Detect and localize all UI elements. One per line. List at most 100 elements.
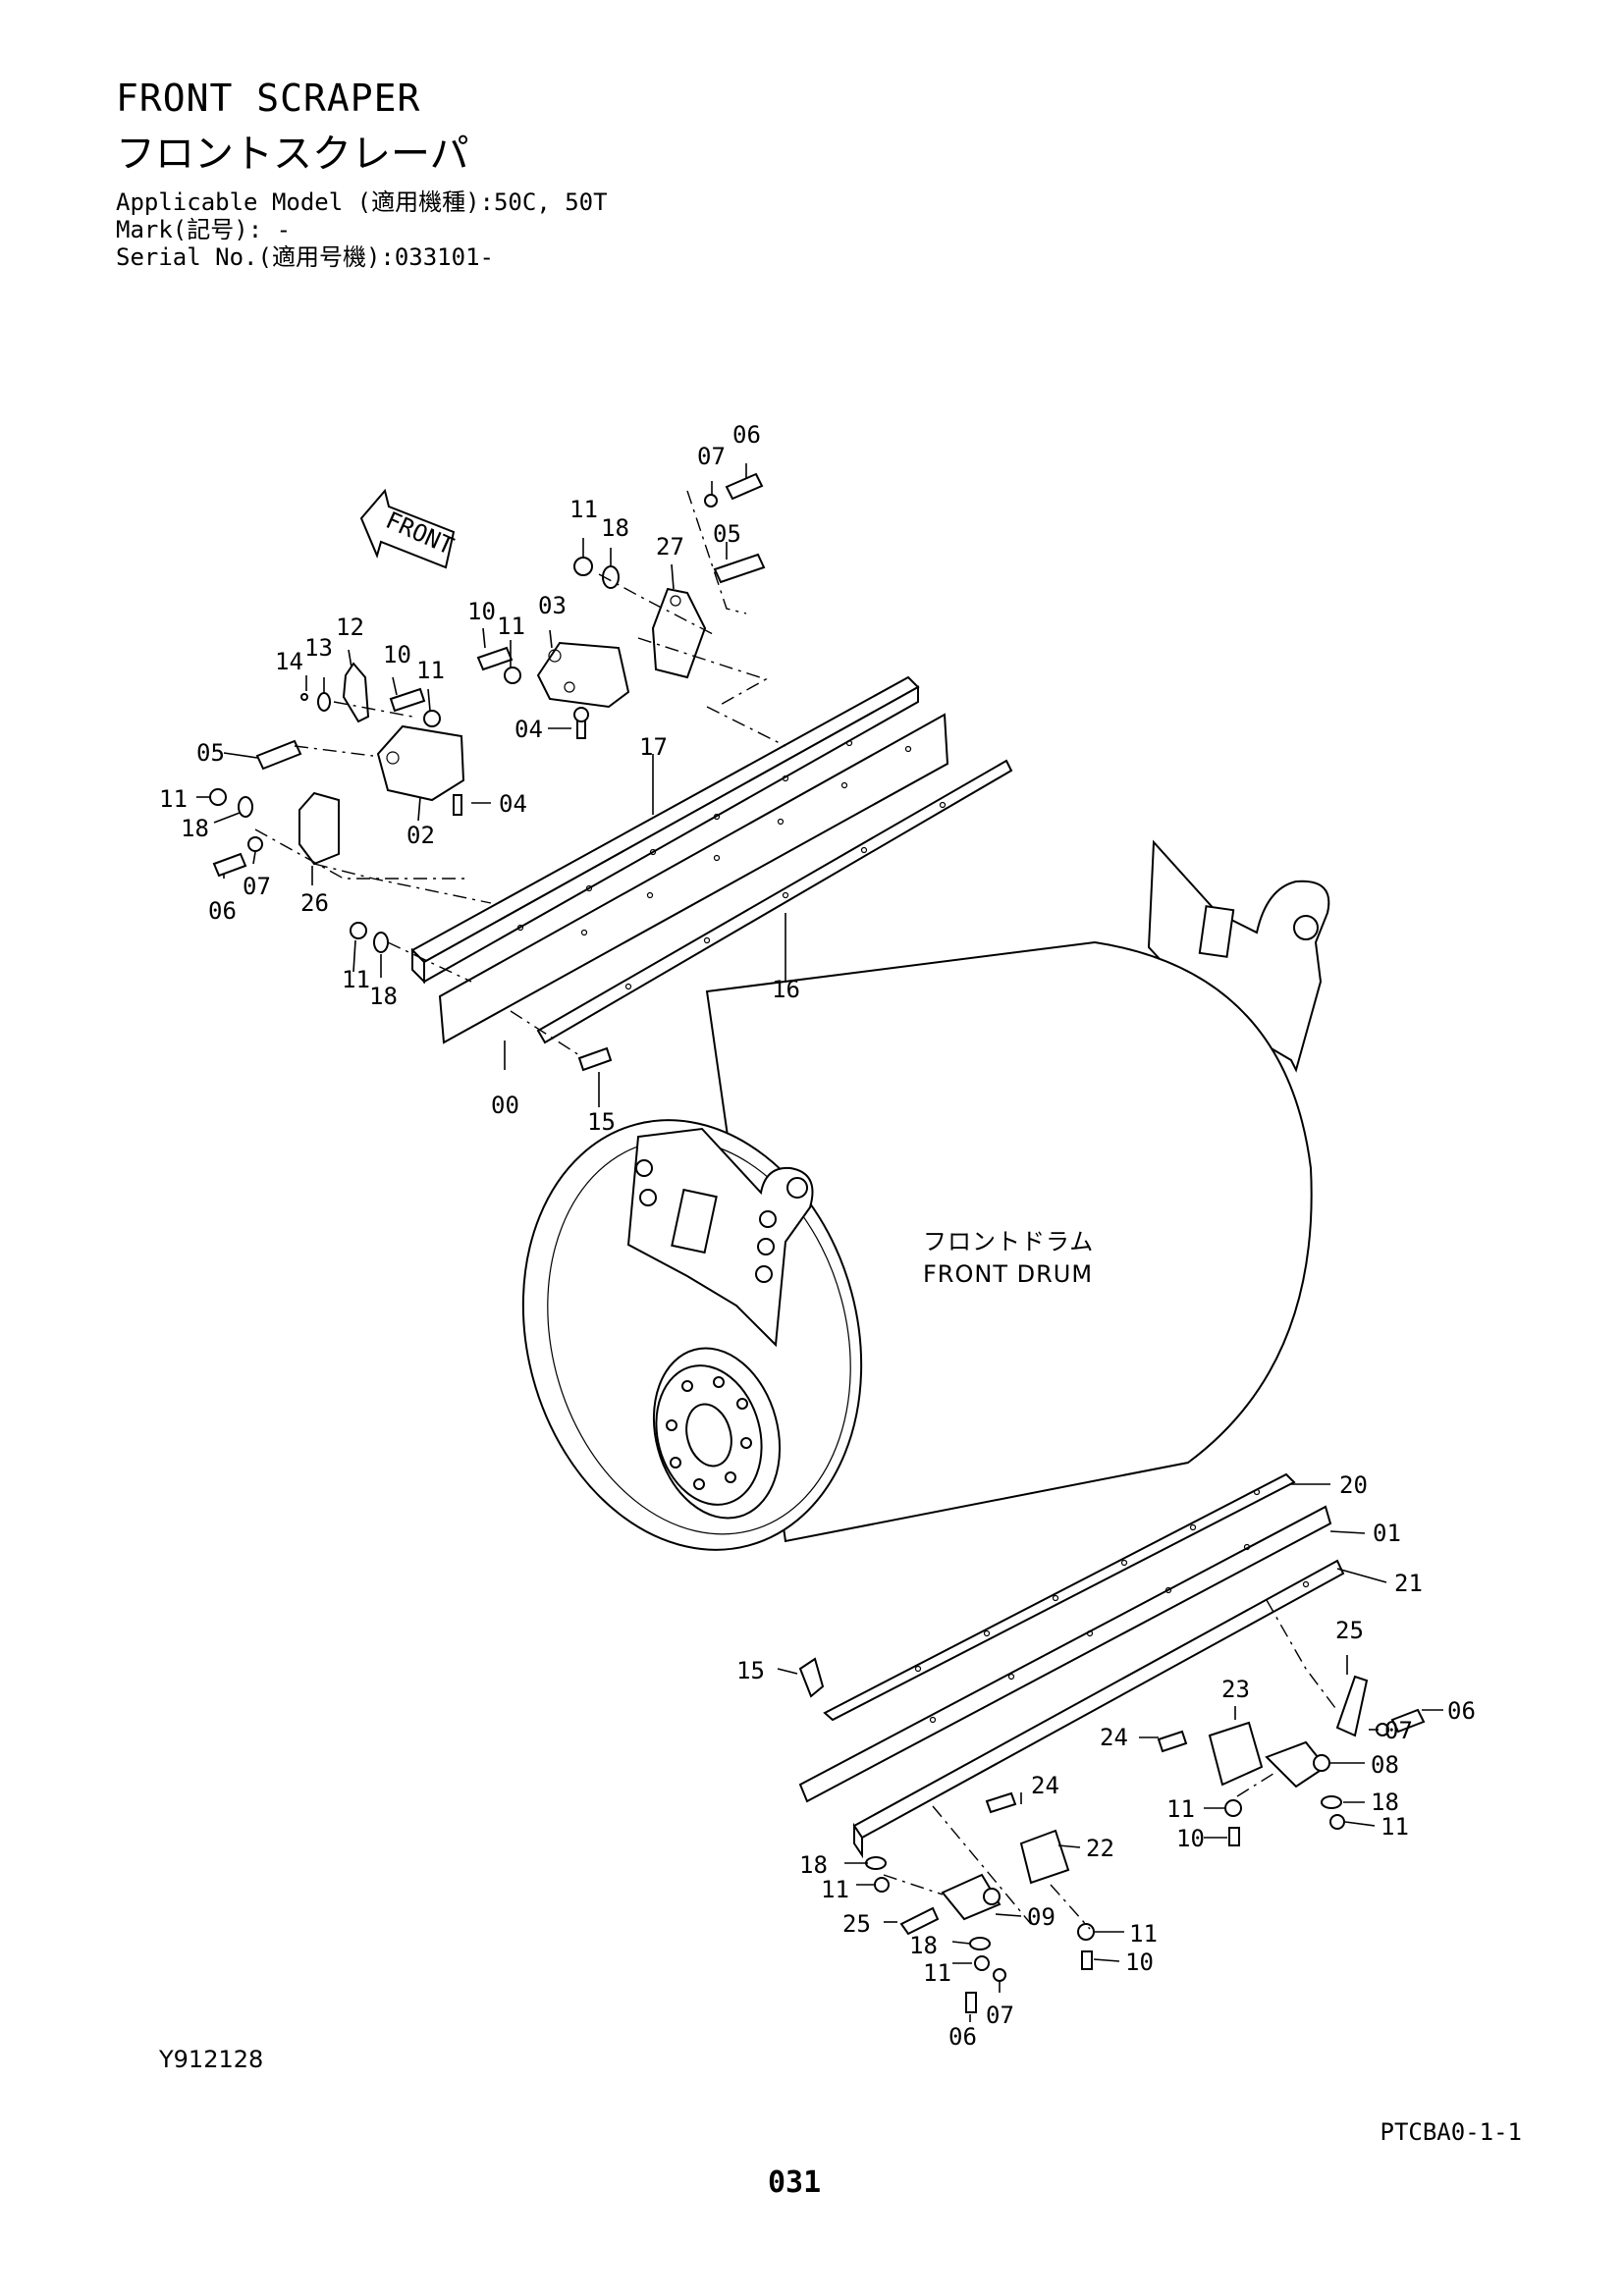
bracket-hole [759, 1210, 777, 1228]
callout-15: 15 [736, 1657, 765, 1684]
nut-11 [209, 788, 227, 806]
rear-bracket-plate [1147, 839, 1330, 1073]
drum-far-edge [1094, 941, 1313, 1464]
callout-11: 11 [1380, 1813, 1409, 1841]
callout-17: 17 [639, 733, 668, 761]
nut-11 [1077, 1923, 1095, 1941]
callout-16: 16 [772, 976, 800, 1003]
callout-15: 15 [587, 1108, 616, 1136]
bar-holes-lower [914, 1488, 1310, 1724]
callout-24: 24 [1100, 1724, 1128, 1751]
upper-hardware [209, 472, 786, 1072]
bolt-10 [1228, 1827, 1240, 1846]
callout-24: 24 [1031, 1772, 1059, 1799]
bracket-03 [536, 641, 630, 709]
callout-25: 25 [842, 1910, 871, 1938]
bracket-27 [651, 587, 707, 679]
washer-07 [247, 836, 263, 852]
lower-hardware [798, 1599, 1426, 2013]
hub-bolt-hole [713, 1376, 725, 1388]
bolt-24 [1157, 1730, 1188, 1753]
hub-bolt-hole [740, 1437, 752, 1449]
spring-05 [713, 553, 766, 584]
hub-bolt-hole [681, 1380, 693, 1392]
nut-11 [1329, 1814, 1345, 1830]
leader-lines [196, 463, 1443, 2022]
bolt-15 [798, 1657, 825, 1698]
nut-11 [423, 710, 441, 727]
scraper-blade-00 [438, 713, 949, 1044]
hub-bolt-hole [666, 1419, 677, 1431]
scraper-bar-21-end [853, 1822, 863, 1859]
washer-18 [969, 1937, 991, 1950]
nut-11 [504, 667, 521, 684]
drum-label: FRONT DRUM [923, 1260, 1093, 1288]
callout-01: 01 [1373, 1520, 1401, 1547]
figure-code: Y912128 [159, 2046, 264, 2073]
callout-13: 13 [304, 634, 333, 662]
callout-20: 20 [1339, 1471, 1368, 1499]
spring-25 [1335, 1675, 1369, 1737]
callout-12: 12 [336, 614, 364, 641]
callout-18: 18 [181, 815, 209, 842]
callout-10: 10 [383, 641, 411, 668]
callout-11: 11 [1129, 1920, 1158, 1948]
callout-04: 04 [514, 716, 543, 743]
bolt-10 [476, 646, 514, 671]
bracket-hole [786, 1177, 808, 1199]
scraper-bar-21 [852, 1559, 1345, 1840]
page-number: 031 [768, 2165, 822, 2200]
callout-06: 06 [208, 897, 237, 925]
drum-label-japanese: フロントドラム [923, 1228, 1094, 1255]
bolt-06 [1390, 1708, 1426, 1734]
front-arrow-icon [359, 488, 456, 569]
spring-25 [899, 1906, 940, 1936]
front-bracket-slot [671, 1188, 718, 1255]
callout-07: 07 [986, 2002, 1014, 2029]
callout-26: 26 [300, 889, 329, 917]
callout-09: 09 [1027, 1903, 1056, 1931]
callout-11: 11 [1166, 1795, 1195, 1823]
callout-11: 11 [497, 613, 525, 640]
callout-07: 07 [1384, 1717, 1413, 1744]
upper-scraper-assembly [410, 675, 1013, 1044]
applicable-model: Applicable Model (適用機種):50C, 50T [116, 188, 608, 216]
callout-11: 11 [159, 785, 188, 813]
scraper-bar-17-face [423, 685, 919, 984]
washer-07 [704, 494, 718, 507]
pin-14 [300, 693, 308, 701]
callout-07: 07 [243, 873, 271, 900]
callout-06: 06 [732, 421, 761, 449]
hub-bolt-hole [736, 1398, 748, 1410]
bracket-hole [755, 1265, 773, 1283]
callout-06: 06 [948, 2023, 977, 2051]
mark-line: Mark(記号): - [116, 216, 292, 243]
callout-07: 07 [697, 443, 726, 470]
front-direction-arrow: FRONT [359, 488, 458, 569]
callout-05: 05 [713, 520, 741, 548]
callout-18: 18 [799, 1851, 828, 1879]
callout-18: 18 [601, 514, 629, 542]
callout-18: 18 [909, 1932, 938, 1959]
bracket-hole [639, 1189, 657, 1206]
front-drum: フロントドラム FRONT DRUM [521, 839, 1330, 1551]
callout-25: 25 [1335, 1617, 1364, 1644]
page-title: FRONT SCRAPER [116, 77, 421, 120]
callout-04: 04 [499, 790, 527, 818]
bolt-04 [453, 794, 462, 816]
nut-11 [350, 922, 367, 939]
scraper-blade-01 [798, 1505, 1332, 1803]
bolt-06 [212, 852, 247, 878]
callout-10: 10 [1176, 1825, 1205, 1852]
bolt-06 [965, 1992, 977, 2013]
page-code: PTCBA0-1-1 [1380, 2118, 1523, 2146]
scraper-bar-16 [536, 759, 1013, 1044]
callout-11: 11 [569, 496, 598, 523]
callout-02: 02 [406, 822, 435, 849]
callout-08: 08 [1371, 1751, 1399, 1779]
bracket-22 [1019, 1829, 1070, 1885]
front-bracket-plate [626, 1127, 814, 1348]
nut-11 [874, 1877, 890, 1893]
washer-18 [373, 932, 389, 953]
